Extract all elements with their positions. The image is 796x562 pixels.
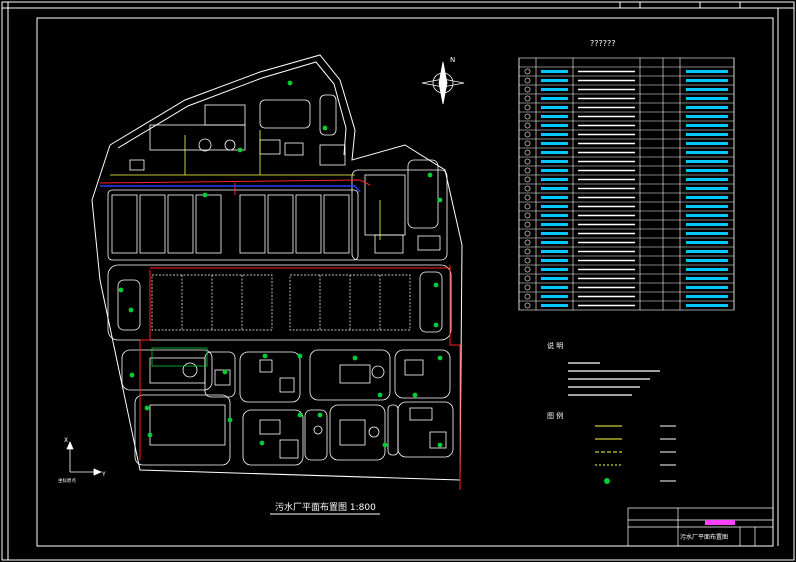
drawing-title: 污水厂平面布置图 1:800 xyxy=(275,501,376,513)
upper-tanks xyxy=(111,194,350,254)
roads-and-blocks xyxy=(107,94,454,466)
table-title: ?????? xyxy=(590,39,615,48)
middle-tanks xyxy=(151,274,411,331)
title-block-name: 污水厂平面布置图 xyxy=(680,533,728,541)
small-buildings xyxy=(129,104,447,459)
legend-items xyxy=(595,425,676,484)
axis-y-label: Y xyxy=(101,471,106,478)
notes-text-lines xyxy=(568,362,660,396)
pipes-blue xyxy=(100,185,361,193)
equipment-table xyxy=(518,57,735,311)
trees xyxy=(118,80,443,448)
legend-heading: 图 例 xyxy=(547,411,563,420)
title-block xyxy=(627,507,774,547)
pipes-yellow xyxy=(110,130,381,240)
north-label: N xyxy=(450,56,455,64)
pipes-green xyxy=(151,347,208,367)
coordinate-axes xyxy=(66,440,103,476)
notes-heading: 说 明 xyxy=(547,341,563,350)
axis-x-label: X xyxy=(64,437,68,444)
pipes-red xyxy=(99,179,461,490)
north-arrow xyxy=(421,61,465,105)
origin-label: 坐标原点 xyxy=(58,477,76,484)
site-boundary xyxy=(91,54,463,481)
